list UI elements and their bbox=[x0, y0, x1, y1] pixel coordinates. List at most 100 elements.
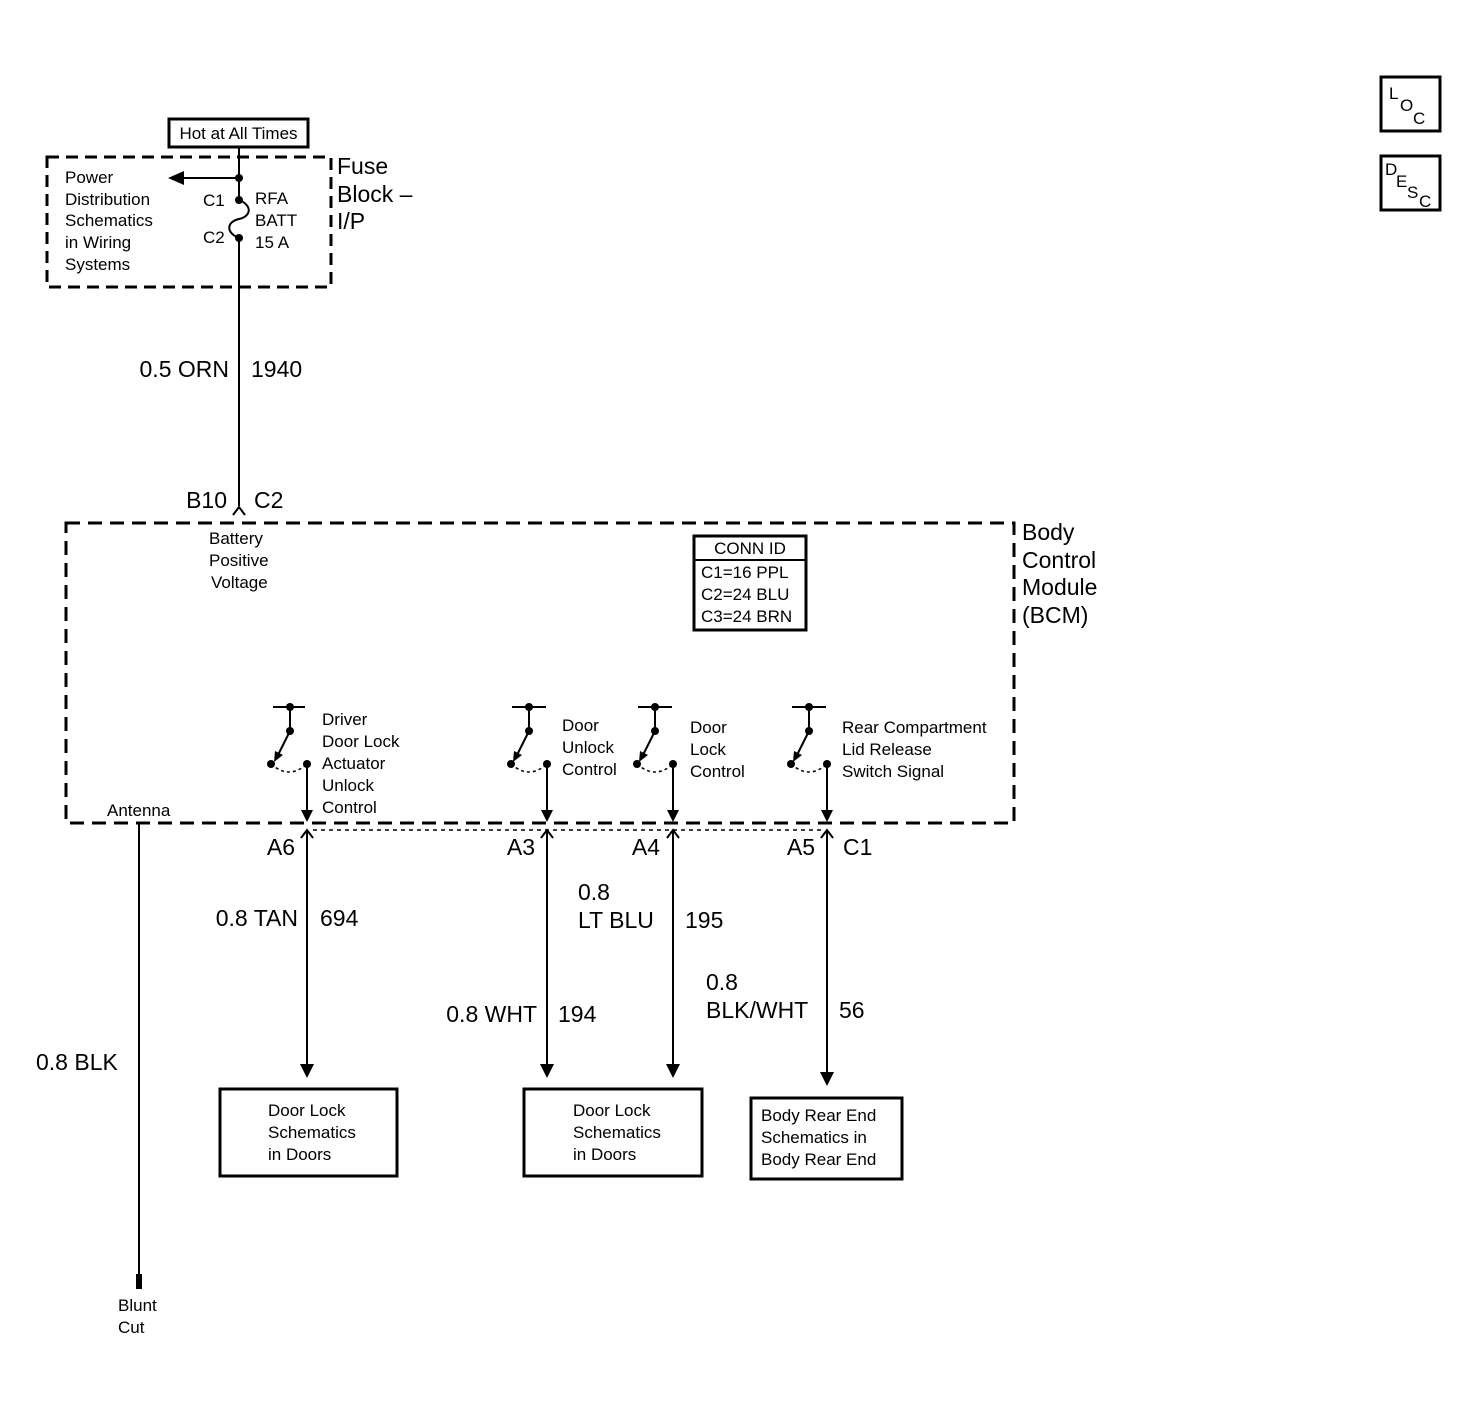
fuse-block-title-line: Fuse bbox=[337, 153, 388, 179]
connector-label: C1 bbox=[843, 834, 872, 860]
pin-label: A5 bbox=[787, 834, 815, 860]
fuse-terminal-label: C1 bbox=[203, 191, 225, 210]
destination-door-lock-schematics-1[interactable]: Door Lock Schematics in Doors bbox=[218, 1087, 399, 1178]
switch-label-line: Switch Signal bbox=[842, 762, 944, 781]
loc-letter: O bbox=[1400, 96, 1413, 115]
destination-text-line: Body Rear End bbox=[761, 1106, 876, 1125]
destination-door-lock-schematics-2[interactable]: Door Lock Schematics in Doors bbox=[522, 1087, 704, 1178]
destination-text-line: Schematics bbox=[268, 1123, 356, 1142]
conn-id-table: CONN ID C1=16 PPL C2=24 BLU C3=24 BRN bbox=[692, 534, 808, 632]
switch-driver-door-lock-actuator-unlock bbox=[267, 703, 313, 822]
pin-label: A4 bbox=[632, 834, 660, 860]
wire-gauge-color: BLK/WHT bbox=[706, 997, 808, 1023]
switch-label-line: Unlock bbox=[562, 738, 614, 757]
switch-label-line: Lid Release bbox=[842, 740, 932, 759]
destination-text-line: Schematics bbox=[573, 1123, 661, 1142]
desc-letter: D bbox=[1385, 160, 1397, 179]
wire-gauge-color: 0.8 bbox=[706, 969, 738, 995]
destination-text-line: Body Rear End bbox=[761, 1150, 876, 1169]
power-ref-line: in Wiring bbox=[65, 233, 131, 252]
power-ref-line: Distribution bbox=[65, 190, 150, 209]
loc-letter: L bbox=[1389, 84, 1398, 103]
wire-gauge-color: 0.8 WHT bbox=[446, 1001, 537, 1027]
supply-wire-gauge-color: 0.5 ORN bbox=[140, 356, 229, 382]
desc-letter: E bbox=[1396, 172, 1407, 191]
wire-circuit: 694 bbox=[320, 905, 359, 931]
pin-label: A3 bbox=[507, 834, 535, 860]
arrow-down-icon bbox=[300, 1064, 314, 1078]
blunt-cut-label: Blunt bbox=[118, 1296, 157, 1315]
blunt-cut-icon bbox=[136, 1274, 142, 1289]
fuse-terminal-label: C2 bbox=[203, 228, 225, 247]
desc-button[interactable]: D E S C bbox=[1379, 154, 1442, 212]
switch-label-line: Door bbox=[562, 716, 599, 735]
power-ref-line: Systems bbox=[65, 255, 130, 274]
switch-door-lock-control bbox=[633, 703, 679, 822]
wire-circuit: 56 bbox=[839, 997, 865, 1023]
loc-button[interactable]: L O C bbox=[1379, 75, 1442, 133]
desc-letter: S bbox=[1407, 183, 1418, 202]
wire-gauge-color: 0.8 TAN bbox=[216, 905, 298, 931]
power-ref-line: Schematics bbox=[65, 211, 153, 230]
switch-label-line: Control bbox=[322, 798, 377, 817]
conn-id-header: CONN ID bbox=[714, 539, 786, 558]
destination-text-line: Schematics in bbox=[761, 1128, 867, 1147]
power-distribution-reference: Power Distribution Schematics in Wiring … bbox=[65, 168, 153, 274]
supply-label: Hot at All Times bbox=[179, 124, 297, 143]
bcm-input-function: Battery Positive Voltage bbox=[209, 529, 269, 592]
destination-text-line: in Doors bbox=[573, 1145, 636, 1164]
pin-label: A6 bbox=[267, 834, 295, 860]
switch-label-line: Driver bbox=[322, 710, 368, 729]
bcm-input-pin: B10 bbox=[186, 487, 227, 513]
destination-body-rear-end-schematics[interactable]: Body Rear End Schematics in Body Rear En… bbox=[749, 1096, 904, 1181]
fuse-block-title: Fuse Block – I/P bbox=[337, 153, 413, 234]
desc-letter: C bbox=[1419, 192, 1431, 211]
bcm-title-line: Body bbox=[1022, 519, 1075, 545]
fuse-block-title-line: I/P bbox=[337, 208, 365, 234]
wire-gauge-color: LT BLU bbox=[578, 907, 654, 933]
destination-text-line: Door Lock bbox=[573, 1101, 651, 1120]
fuse-block-outline bbox=[45, 155, 333, 289]
switch-label-line: Door bbox=[690, 718, 727, 737]
conn-id-row: C3=24 BRN bbox=[701, 607, 792, 626]
hot-at-all-times-box: Hot at All Times bbox=[167, 117, 310, 149]
destination-text-line: in Doors bbox=[268, 1145, 331, 1164]
bcm-input-function-line: Positive bbox=[209, 551, 269, 570]
arrow-down-icon bbox=[820, 1072, 834, 1086]
bcm-input-function-line: Battery bbox=[209, 529, 263, 548]
switch-label-line: Control bbox=[562, 760, 617, 779]
switch-label-line: Unlock bbox=[322, 776, 374, 795]
arrow-down-icon bbox=[540, 1064, 554, 1078]
wire-circuit: 194 bbox=[558, 1001, 597, 1027]
bcm-input-function-line: Voltage bbox=[211, 573, 268, 592]
switch-label-line: Door Lock bbox=[322, 732, 400, 751]
arrow-down-icon bbox=[666, 1064, 680, 1078]
conn-id-row: C1=16 PPL bbox=[701, 563, 788, 582]
power-ref-arrow-icon bbox=[168, 171, 184, 185]
fuse-icon bbox=[228, 199, 250, 239]
supply-wire-circuit: 1940 bbox=[251, 356, 302, 382]
bcm-title-line: Module bbox=[1022, 574, 1097, 600]
antenna-wire-gauge-color: 0.8 BLK bbox=[36, 1049, 118, 1075]
switch-label-line: Rear Compartment bbox=[842, 718, 987, 737]
wire-gauge-color: 0.8 bbox=[578, 879, 610, 905]
bcm-title-line: Control bbox=[1022, 547, 1096, 573]
bcm-outline bbox=[64, 521, 1016, 825]
bcm-title: Body Control Module (BCM) bbox=[1022, 519, 1097, 628]
blunt-cut-label: Cut bbox=[118, 1318, 145, 1337]
switch-rear-compartment-lid-release bbox=[787, 703, 833, 822]
switch-label-line: Actuator bbox=[322, 754, 386, 773]
connector-icon bbox=[232, 505, 246, 516]
fuse-block-title-line: Block – bbox=[337, 181, 413, 207]
wire-circuit: 195 bbox=[685, 907, 723, 933]
switch-label-line: Lock bbox=[690, 740, 726, 759]
fuse-name-line: RFA bbox=[255, 189, 289, 208]
bcm-title-line: (BCM) bbox=[1022, 602, 1088, 628]
fuse-name-line: BATT bbox=[255, 211, 297, 230]
fuse-name-line: 15 A bbox=[255, 233, 290, 252]
loc-letter: C bbox=[1413, 109, 1425, 128]
antenna-label: Antenna bbox=[107, 801, 171, 820]
destination-text-line: Door Lock bbox=[268, 1101, 346, 1120]
